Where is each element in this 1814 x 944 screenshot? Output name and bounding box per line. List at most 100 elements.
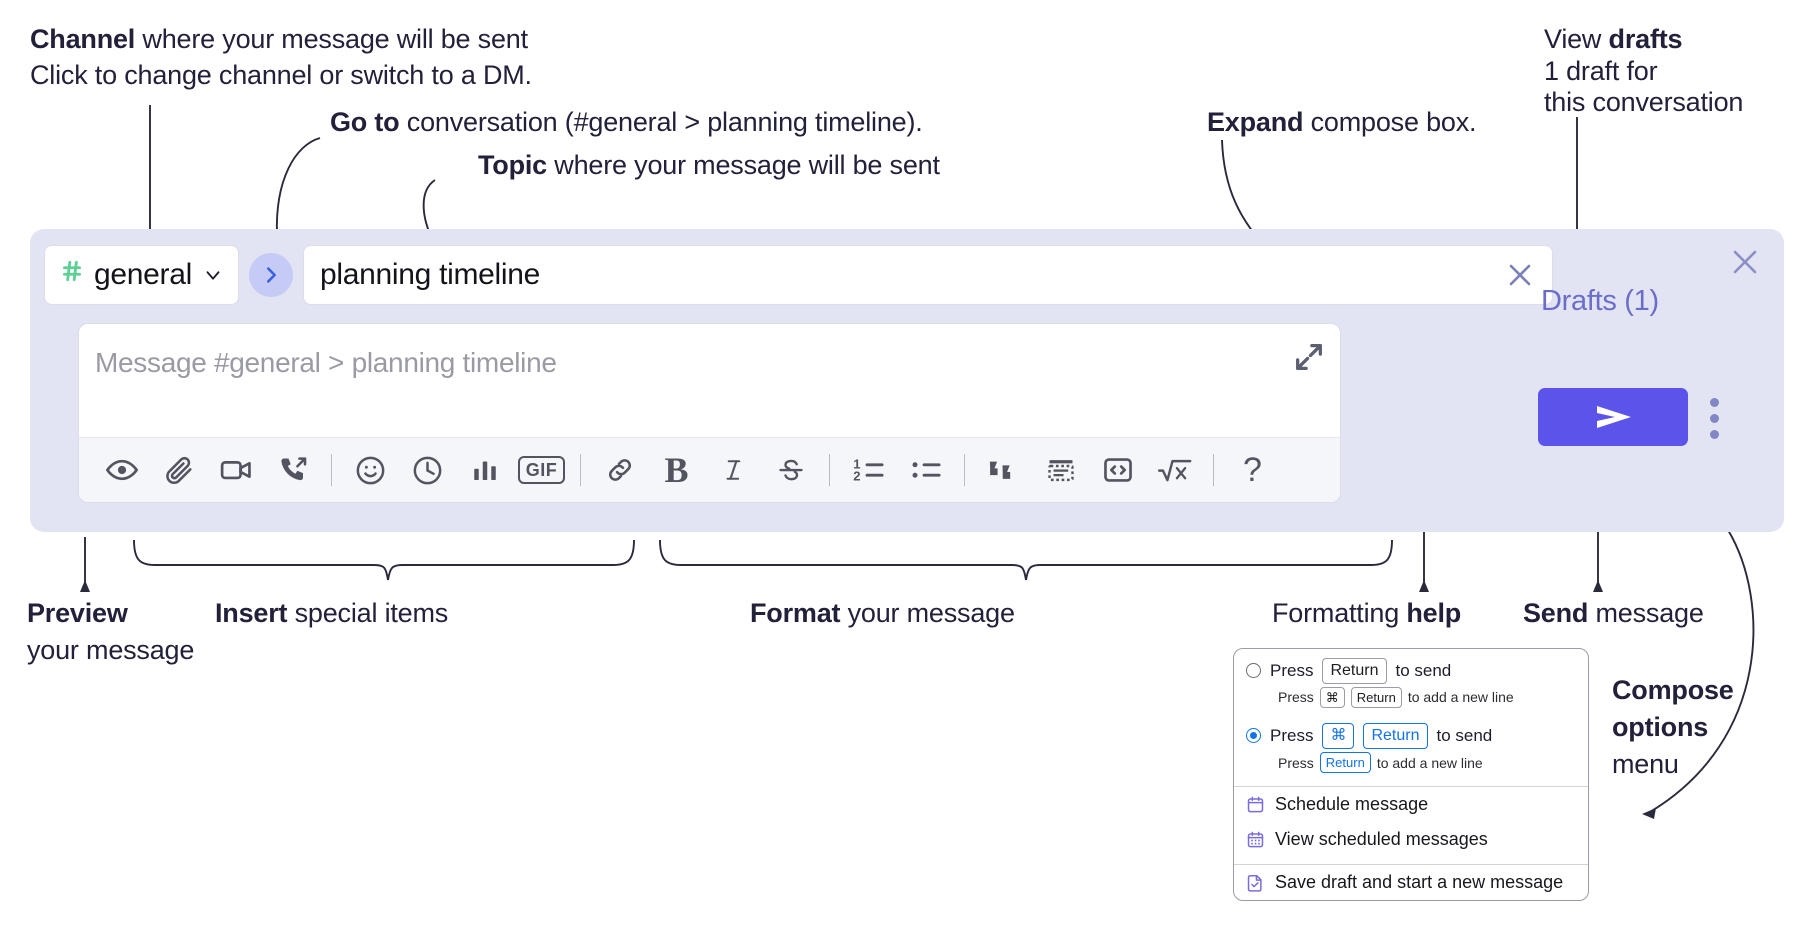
key-command: ⌘ — [1319, 686, 1345, 709]
math-icon[interactable] — [1146, 443, 1203, 497]
video-camera-icon[interactable] — [207, 443, 264, 497]
channel-name-label: general — [94, 258, 192, 291]
annotation-send-bold: Send — [1523, 598, 1589, 628]
radio-unselected[interactable] — [1246, 663, 1261, 679]
annotation-drafts: View drafts — [1544, 21, 1683, 57]
annotation-compose-options-3: menu — [1612, 749, 1679, 779]
annotation-drafts-sub1: 1 draft for — [1544, 56, 1658, 86]
option2-press: Press — [1270, 725, 1314, 745]
annotation-expand-bold: Expand — [1207, 107, 1304, 137]
annotation-insert-bold: Insert — [215, 598, 288, 628]
drafts-link[interactable]: Drafts (1) — [1541, 285, 1659, 317]
key-command: ⌘ — [1322, 723, 1355, 749]
menu-item-label: Save draft and start a new message — [1275, 872, 1564, 893]
gif-icon[interactable]: GIF — [513, 443, 570, 497]
italic-icon[interactable] — [705, 443, 762, 497]
menu-item-save-draft[interactable]: Save draft and start a new message — [1234, 865, 1588, 900]
annotation-expand: Expand compose box. — [1207, 104, 1477, 140]
annotation-topic: Topic where your message will be sent — [478, 147, 940, 183]
format-brace — [659, 539, 1393, 581]
goto-conversation-button[interactable] — [249, 253, 293, 297]
annotation-send-rest: message — [1588, 598, 1704, 628]
option2-sub-press: Press — [1278, 754, 1314, 771]
compose-header: general planning timeline — [44, 245, 1553, 305]
calendar-icon — [1246, 795, 1265, 814]
menu-divider — [1234, 864, 1588, 866]
option2-sub-tail: to add a new line — [1376, 754, 1483, 771]
hash-icon — [59, 258, 85, 289]
annotation-help-pre: Formatting — [1272, 598, 1407, 628]
annotation-drafts-sub2: this conversation — [1544, 87, 1744, 117]
annotation-goto: Go to conversation (#general > planning … — [330, 104, 923, 140]
bold-icon[interactable]: B — [648, 443, 705, 497]
expand-icon[interactable] — [1292, 340, 1326, 374]
toolbar-divider — [580, 454, 581, 486]
dot — [1709, 397, 1719, 407]
topic-input[interactable]: planning timeline — [303, 245, 1553, 305]
link-icon[interactable] — [591, 443, 648, 497]
formatting-help-icon[interactable]: ? — [1224, 443, 1281, 497]
document-check-icon — [1246, 873, 1265, 892]
menu-item-view-scheduled-messages[interactable]: View scheduled messages — [1234, 822, 1588, 857]
annotation-format-rest: your message — [840, 598, 1015, 628]
annotation-insert: Insert special items — [215, 595, 448, 631]
chevron-down-icon[interactable] — [202, 264, 224, 286]
toolbar-divider — [331, 454, 332, 486]
preview-eye-icon[interactable] — [93, 443, 150, 497]
close-icon[interactable] — [1728, 245, 1762, 279]
menu-item-label: View scheduled messages — [1275, 829, 1488, 850]
emoji-smiley-icon[interactable] — [342, 443, 399, 497]
dot — [1709, 413, 1719, 423]
annotation-channel-bold: Channel — [30, 24, 136, 54]
annotation-preview: Preview — [27, 595, 128, 631]
compose-options-menu: Press Return to send Press ⌘ Return to a… — [1233, 648, 1589, 902]
calendar-grid-icon — [1246, 830, 1265, 849]
option2-tail: to send — [1436, 725, 1493, 745]
radio-selected[interactable] — [1246, 728, 1261, 744]
menu-option-cmd-return-subtext: Press Return to add a new line — [1234, 749, 1588, 780]
menu-option-cmd-return-to-send[interactable]: Press ⌘ Return to send — [1234, 714, 1588, 749]
send-button[interactable] — [1538, 388, 1688, 446]
clear-topic-icon[interactable] — [1504, 259, 1536, 291]
annotation-topic-rest: where your message will be sent — [547, 150, 940, 180]
toolbar-divider — [964, 454, 965, 486]
option1-tail: to send — [1395, 660, 1452, 680]
menu-item-label: Schedule message — [1275, 794, 1429, 815]
annotation-help-bold: help — [1406, 598, 1462, 628]
formatting-toolbar: GIF B — [79, 437, 1340, 502]
annotation-expand-rest: compose box. — [1303, 107, 1477, 137]
goto-leader-line — [275, 137, 321, 236]
attachment-paperclip-icon[interactable] — [150, 443, 207, 497]
message-compose-box[interactable]: Message #general > planning timeline — [78, 323, 1341, 503]
annotation-help: Formatting help — [1272, 595, 1461, 631]
send-arrow-icon — [1597, 406, 1631, 428]
annotation-preview-sub: your message — [27, 635, 195, 665]
dot — [1709, 429, 1719, 439]
code-block-icon[interactable] — [1032, 443, 1089, 497]
bulleted-list-icon[interactable] — [897, 443, 954, 497]
svg-text:2: 2 — [853, 468, 860, 483]
menu-option-return-to-send[interactable]: Press Return to send — [1234, 649, 1588, 684]
channel-selector[interactable]: general — [44, 245, 239, 305]
menu-item-schedule-message[interactable]: Schedule message — [1234, 787, 1588, 822]
toolbar-divider — [1213, 454, 1214, 486]
phone-call-icon[interactable] — [264, 443, 321, 497]
key-return: Return — [1350, 686, 1402, 709]
annotation-compose-options-bold2: options — [1612, 712, 1709, 742]
compose-options-button[interactable] — [1700, 392, 1728, 444]
option1-sub-tail: to add a new line — [1407, 689, 1514, 706]
strikethrough-icon[interactable] — [762, 443, 819, 497]
clock-icon[interactable] — [399, 443, 456, 497]
key-return: Return — [1363, 723, 1428, 749]
svg-text:1: 1 — [853, 457, 860, 472]
compose-panel: general planning timeline Message #gener… — [30, 229, 1784, 532]
code-inline-icon[interactable] — [1089, 443, 1146, 497]
help-label: ? — [1243, 450, 1262, 489]
ordered-list-icon[interactable]: 1 2 — [840, 443, 897, 497]
annotation-topic-bold: Topic — [478, 150, 547, 180]
annotation-goto-rest: conversation (#general > planning timeli… — [399, 107, 923, 137]
key-return: Return — [1319, 751, 1371, 774]
poll-bars-icon[interactable] — [456, 443, 513, 497]
menu-divider — [1234, 786, 1588, 788]
blockquote-icon[interactable] — [975, 443, 1032, 497]
